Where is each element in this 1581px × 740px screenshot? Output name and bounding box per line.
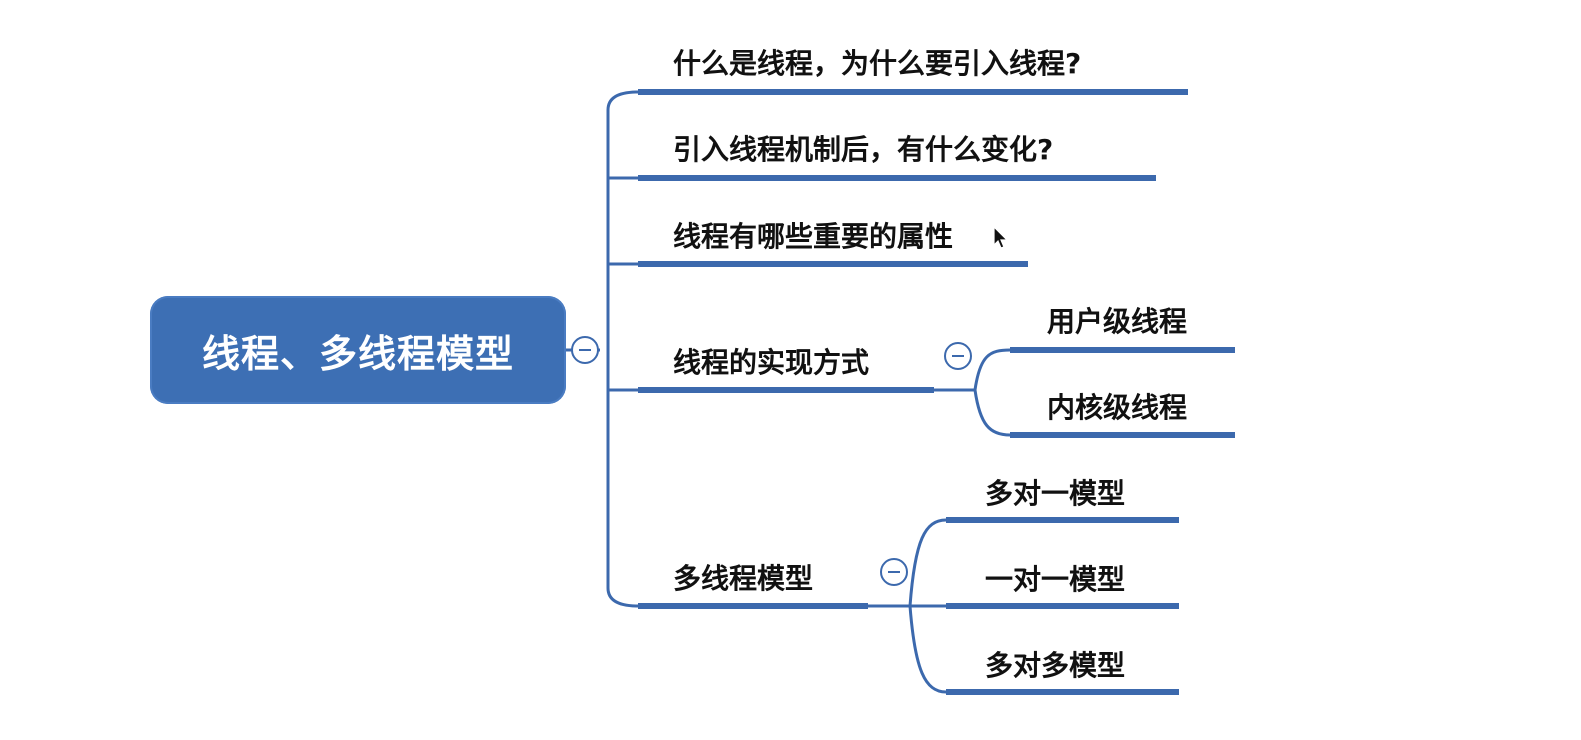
minus-circle-icon[interactable] [571, 336, 599, 364]
topic-underline [638, 89, 1188, 95]
topic-underline [638, 175, 1156, 181]
subtopic-one-to-one[interactable]: 一对一模型 [985, 563, 1126, 596]
subtopic-underline [1010, 347, 1235, 353]
minus-circle-icon[interactable] [880, 558, 908, 586]
topic-underline [638, 603, 868, 609]
topic-implementation[interactable]: 线程的实现方式 [673, 346, 870, 379]
root-topic-label: 线程、多线程模型 [201, 331, 514, 376]
topic-what-is-thread[interactable]: 什么是线程，为什么要引入线程? [673, 47, 1082, 80]
topic-multithread-model[interactable]: 多线程模型 [673, 562, 814, 595]
topic-attributes[interactable]: 线程有哪些重要的属性 [673, 220, 954, 253]
topic-underline [638, 387, 934, 393]
subtopic-underline [1010, 432, 1235, 438]
model-curve-up [908, 518, 947, 607]
trunk-line [606, 90, 639, 608]
subtopic-user-thread[interactable]: 用户级线程 [1047, 305, 1188, 338]
impl-curve-up [973, 348, 1011, 391]
topic-changes[interactable]: 引入线程机制后，有什么变化? [673, 133, 1054, 166]
subtopic-kernel-thread[interactable]: 内核级线程 [1047, 391, 1188, 424]
root-topic[interactable]: 线程、多线程模型 [150, 296, 566, 404]
subtopic-many-to-many[interactable]: 多对多模型 [985, 649, 1126, 682]
subtopic-underline [946, 689, 1179, 695]
impl-curve-down [973, 389, 1011, 437]
minus-circle-icon[interactable] [944, 342, 972, 370]
mouse-cursor-icon [993, 226, 1009, 249]
subtopic-underline [946, 517, 1179, 523]
model-curve-down [908, 605, 947, 694]
subtopic-underline [946, 603, 1179, 609]
topic-underline [638, 261, 1028, 267]
subtopic-many-to-one[interactable]: 多对一模型 [985, 477, 1126, 510]
